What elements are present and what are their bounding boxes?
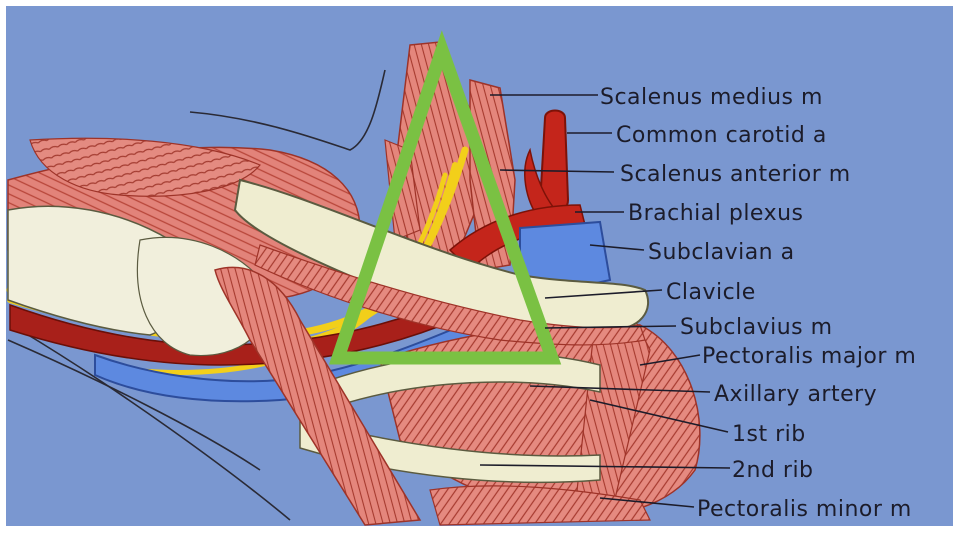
- label-axillary-artery: Axillary artery: [714, 382, 877, 407]
- label-scalenus-medius: Scalenus medius m: [600, 85, 823, 110]
- label-clavicle: Clavicle: [666, 280, 756, 305]
- label-brachial-plexus: Brachial plexus: [628, 201, 804, 226]
- label-subclavian-artery: Subclavian a: [648, 240, 795, 265]
- label-first-rib: 1st rib: [732, 422, 806, 447]
- label-scalenus-anterior: Scalenus anterior m: [620, 162, 851, 187]
- label-common-carotid: Common carotid a: [616, 123, 827, 148]
- label-pectoralis-major: Pectoralis major m: [702, 344, 916, 369]
- label-subclavius: Subclavius m: [680, 315, 833, 340]
- label-pectoralis-minor: Pectoralis minor m: [697, 497, 912, 522]
- label-second-rib: 2nd rib: [732, 458, 814, 483]
